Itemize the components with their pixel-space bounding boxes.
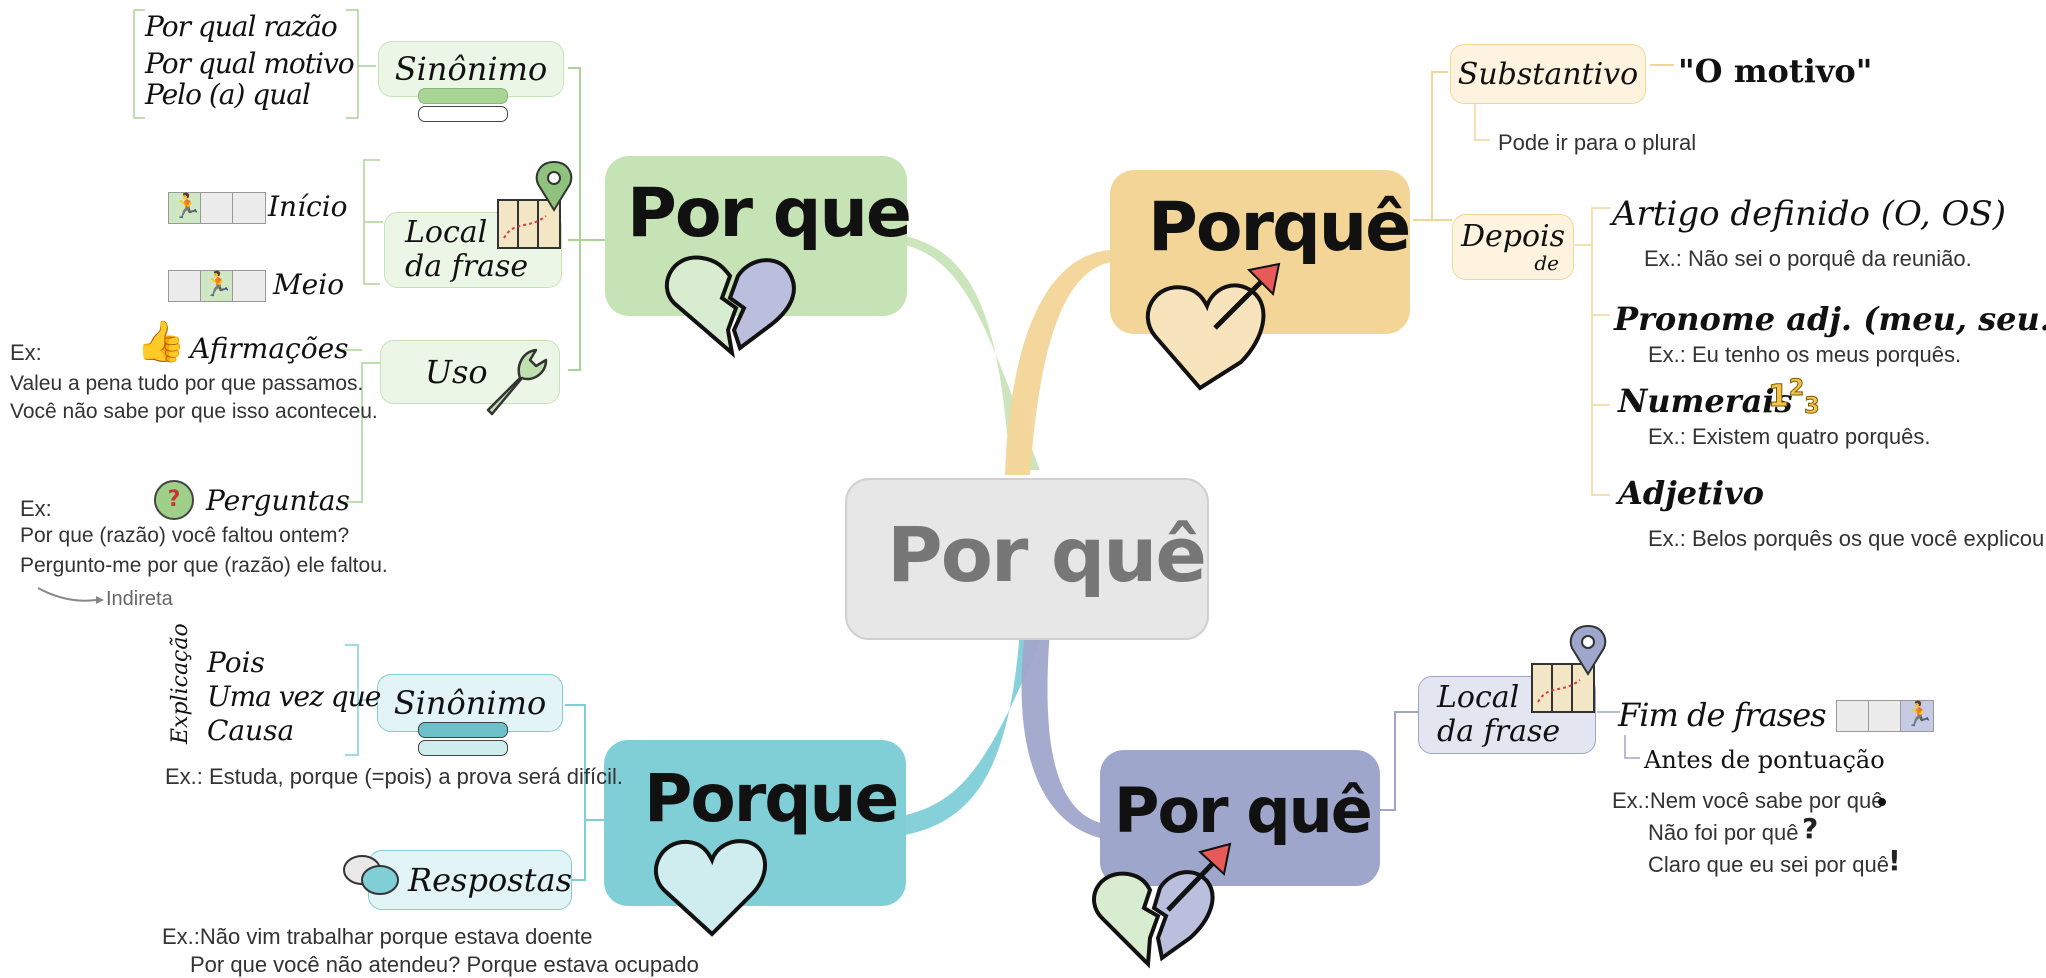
- perguntas-label: Perguntas: [206, 484, 350, 517]
- equals-icon-bottom: [418, 106, 508, 122]
- respostas-label: Respostas: [408, 861, 572, 899]
- por-que-final-ex-2: Não foi por quê: [1648, 820, 1799, 845]
- plural-label: Pode ir para o plural: [1498, 130, 1697, 155]
- depois-box[interactable]: Depois de: [1452, 214, 1574, 280]
- runner-icon: 🏃: [1904, 700, 1934, 728]
- porque-item-1: Pois: [207, 646, 265, 679]
- meio-label: Meio: [273, 268, 345, 301]
- equals-icon: [418, 88, 508, 104]
- inicio-cell-1: [168, 192, 202, 224]
- afirmacoes-ex-3: Você não sabe por que isso aconteceu.: [10, 400, 378, 423]
- substantivo-box[interactable]: Substantivo: [1450, 44, 1646, 104]
- respostas-ex-2: Por que você não atendeu? Porque estava …: [190, 952, 699, 977]
- map-pin-icon: [497, 160, 573, 249]
- porque-sinonimo-label: Sinônimo: [393, 684, 547, 722]
- por-que-final-local-line1: Local: [1437, 680, 1520, 715]
- porque-subst-title: Porquê: [1148, 188, 1411, 267]
- perguntas-ex-2: Por que (razão) você faltou ontem?: [20, 524, 350, 547]
- uso-label: Uso: [425, 353, 488, 391]
- inicio-cell-3: [232, 192, 266, 224]
- por-que-final-node[interactable]: Por quê: [1100, 750, 1380, 886]
- period-icon: [1878, 798, 1886, 806]
- equals-icon-bottom: [418, 740, 508, 756]
- fim-cell-1: [1836, 700, 1870, 732]
- porque-item-2: Uma vez que: [207, 680, 381, 713]
- ribbon-orange: [1005, 250, 1112, 475]
- por-que-title: Por que: [627, 174, 912, 253]
- respostas-ex-1: Ex.:Não vim trabalhar porque estava doen…: [162, 924, 593, 949]
- por-que-local-line1: Local: [405, 215, 488, 250]
- center-title: Por quê: [887, 510, 1207, 599]
- substantivo-label: Substantivo: [1457, 56, 1639, 92]
- sinonimo-item-3: Pelo (a) qual: [145, 78, 311, 111]
- fim-cell-2: [1868, 700, 1902, 732]
- broken-heart-icon: [664, 255, 796, 358]
- adjetivo-ex: Ex.: Belos porquês os que você explicou: [1648, 526, 2045, 551]
- numerais-ex: Ex.: Existem quatro porquês.: [1648, 424, 1931, 449]
- por-que-local-line2: da frase: [405, 249, 529, 284]
- arrow-icon: [1650, 64, 1674, 66]
- por-que-final-ex-3: Claro que eu sei por quê: [1648, 852, 1889, 877]
- respostas-box[interactable]: Respostas: [368, 850, 572, 910]
- porque-sinonimo-ex: Ex.: Estuda, porque (=pois) a prova será…: [165, 764, 623, 789]
- runner-icon: 🏃: [172, 192, 202, 220]
- center-node[interactable]: Por quê: [845, 478, 1209, 640]
- pronome-ex: Ex.: Eu tenho os meus porquês.: [1648, 342, 1962, 367]
- porque-conj-title: Porque: [644, 760, 899, 837]
- meio-cell-3: [232, 270, 266, 302]
- inicio-label: Início: [268, 190, 348, 223]
- map-pin-icon: [1531, 624, 1607, 713]
- meio-cell-1: [168, 270, 202, 302]
- indireta-label: Indireta: [106, 588, 173, 610]
- afirmacoes-ex-1: Ex:: [10, 340, 42, 365]
- adjetivo-label: Adjetivo: [1618, 474, 1765, 512]
- fim-label: Fim de frases: [1618, 696, 1827, 734]
- sinonimo-item-1: Por qual razão: [145, 10, 338, 43]
- perguntas-ex-3: Pergunto-me por que (razão) ele faltou.: [20, 554, 388, 577]
- por-que-final-ex-1: Ex.:Nem você sabe por quê: [1612, 788, 1884, 813]
- question-bubble-icon: ?: [154, 480, 194, 520]
- wrench-icon: [486, 348, 548, 416]
- inicio-cell-2: [200, 192, 234, 224]
- depois-line1: Depois: [1460, 219, 1566, 254]
- artigo-label: Artigo definido (O, OS): [1612, 194, 2006, 234]
- afirmacoes-label: Afirmações: [190, 332, 349, 365]
- exclamation-icon: !: [1888, 844, 1901, 877]
- runner-icon: 🏃: [203, 270, 233, 298]
- afirmacoes-ex-2: Valeu a pena tudo por que passamos.: [10, 372, 364, 395]
- sinonimo-item-2: Por qual motivo: [145, 47, 355, 80]
- perguntas-ex-1: Ex:: [20, 496, 52, 521]
- chat-bubbles-icon: [343, 855, 399, 895]
- por-que-final-title: Por quê: [1114, 774, 1373, 847]
- question-mark-icon: ?: [1802, 812, 1819, 845]
- pronome-label: Pronome adj. (meu, seu...): [1614, 300, 2046, 338]
- por-que-sinonimo-label: Sinônimo: [394, 50, 548, 88]
- depois-line2: de: [1534, 251, 1559, 275]
- ribbon-purple: [1021, 630, 1110, 840]
- broken-heart-arrow-icon: [1092, 842, 1232, 969]
- artigo-ex: Ex.: Não sei o porquê da reunião.: [1644, 246, 1972, 271]
- porque-item-3: Causa: [207, 714, 295, 747]
- numerais-label: Numerais: [1618, 382, 1793, 420]
- por-que-final-local-line2: da frase: [1437, 714, 1561, 749]
- pontuacao-label: Antes de pontuação: [1644, 746, 1885, 774]
- heart-arrow-icon: [1145, 262, 1281, 391]
- ribbon-green: [900, 235, 1040, 470]
- motivo-label: "O motivo": [1678, 52, 1873, 90]
- heart-icon: [653, 839, 767, 937]
- equals-icon: [418, 722, 508, 738]
- numbers-icon: 123: [1768, 376, 1821, 420]
- explicacao-label: Explicação: [168, 623, 193, 744]
- fim-cell-3: [1900, 700, 1934, 732]
- por-que-sinonimo-box[interactable]: Sinônimo: [378, 41, 564, 97]
- thumbs-up-icon: 👍: [136, 319, 186, 365]
